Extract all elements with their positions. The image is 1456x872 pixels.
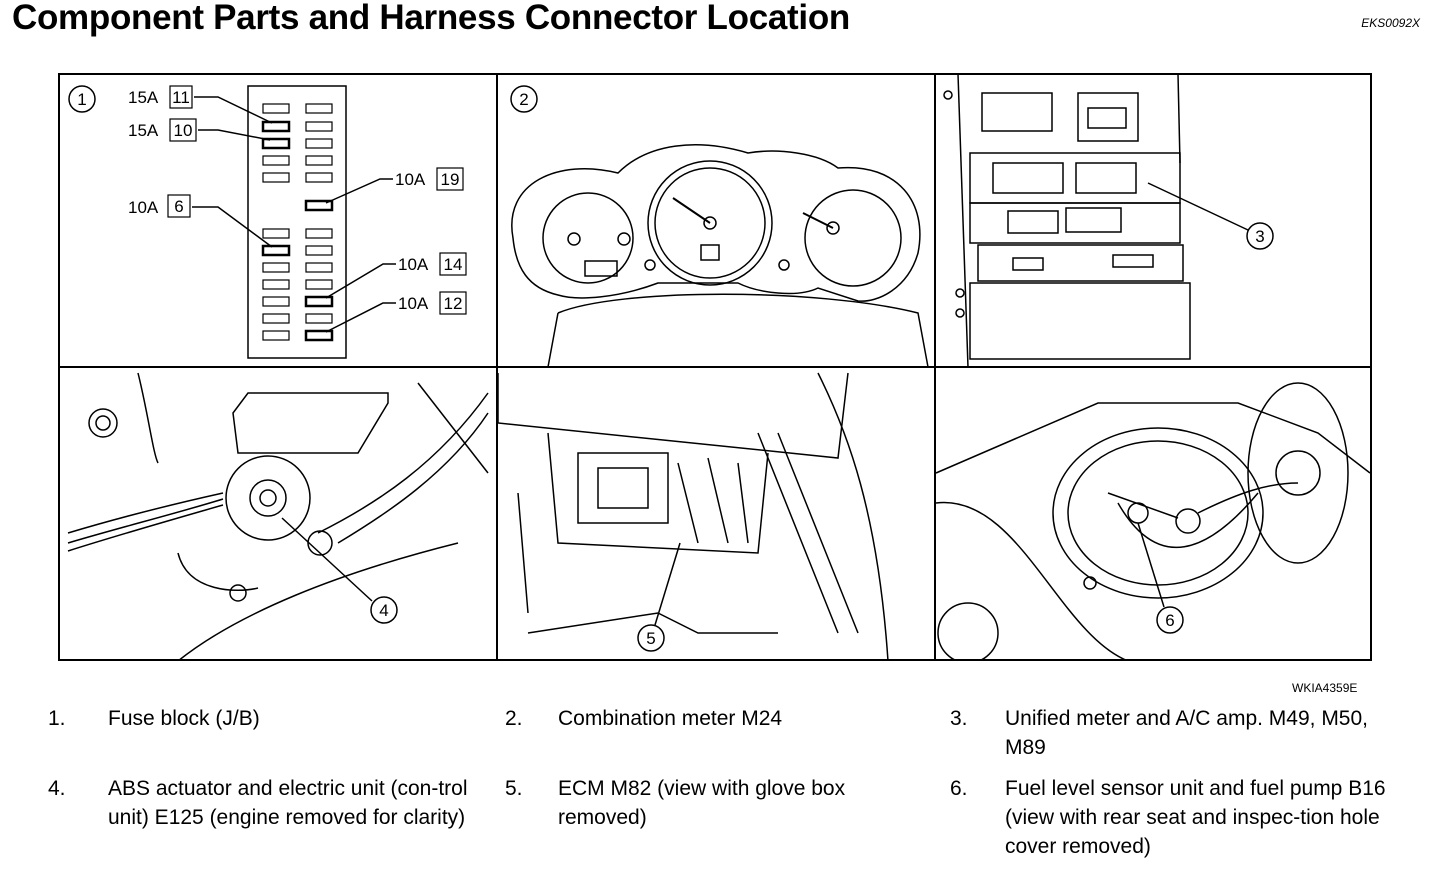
figure-id: WKIA4359E: [1292, 681, 1358, 695]
fuse-amp-label: 10A: [128, 198, 159, 217]
legend-item: 6. Fuel level sensor unit and fuel pump …: [950, 774, 1390, 861]
fuse-amp-label: 10A: [398, 255, 429, 274]
panel-6-fuel-pump: 6: [935, 382, 1371, 661]
fuse-number: 11: [172, 88, 190, 107]
legend-number: 1.: [48, 707, 66, 730]
panel-number-4: 4: [379, 601, 388, 620]
page-title: Component Parts and Harness Connector Lo…: [12, 0, 850, 37]
panel-number-5: 5: [646, 629, 655, 648]
legend-number: 3.: [950, 707, 968, 730]
panel-number-2: 2: [519, 90, 528, 109]
panel-number-1: 1: [77, 90, 86, 109]
legend-number: 4.: [48, 777, 66, 800]
legend-item: 2. Combination meter M24: [505, 704, 928, 733]
fuse-amp-label: 10A: [395, 170, 426, 189]
component-location-figure: 1: [58, 73, 1372, 661]
legend-item: 5. ECM M82 (view with glove box removed): [505, 774, 898, 832]
fuse-number: 12: [444, 294, 463, 313]
legend-item: 1. Fuse block (J/B): [48, 704, 478, 733]
legend-text: ABS actuator and electric unit (con-trol…: [108, 777, 468, 829]
fuse-amp-label: 10A: [398, 294, 429, 313]
legend-text: ECM M82 (view with glove box removed): [558, 777, 846, 829]
legend-text: Fuse block (J/B): [108, 707, 260, 730]
legend-number: 6.: [950, 777, 968, 800]
panel-1-fuse-block: 1: [68, 85, 467, 359]
legend-text: Combination meter M24: [558, 707, 783, 730]
fuse-number: 10: [174, 121, 193, 140]
legend-number: 5.: [505, 777, 523, 800]
fuse-number: 6: [174, 197, 183, 216]
panel-4-abs-actuator: 4: [67, 372, 489, 661]
legend-item: 4. ABS actuator and electric unit (con-t…: [48, 774, 483, 832]
fuse-amp-label: 15A: [128, 88, 159, 107]
fuse-amp-label: 15A: [128, 121, 159, 140]
legend-item: 3. Unified meter and A/C amp. M49, M50, …: [950, 704, 1375, 762]
panel-2-combination-meter: 2: [510, 85, 929, 368]
panel-number-3: 3: [1255, 227, 1264, 246]
panel-5-ecm: 5: [497, 372, 889, 661]
document-id: EKS0092X: [1361, 16, 1420, 30]
legend-number: 2.: [505, 707, 523, 730]
fuse-number: 19: [441, 170, 460, 189]
legend-text: Unified meter and A/C amp. M49, M50, M89: [1005, 707, 1368, 759]
panel-3-unified-meter-ac-amp: 3: [943, 73, 1274, 368]
fuse-number: 14: [444, 255, 463, 274]
panel-number-6: 6: [1165, 611, 1174, 630]
legend-text: Fuel level sensor unit and fuel pump B16…: [1005, 777, 1386, 858]
